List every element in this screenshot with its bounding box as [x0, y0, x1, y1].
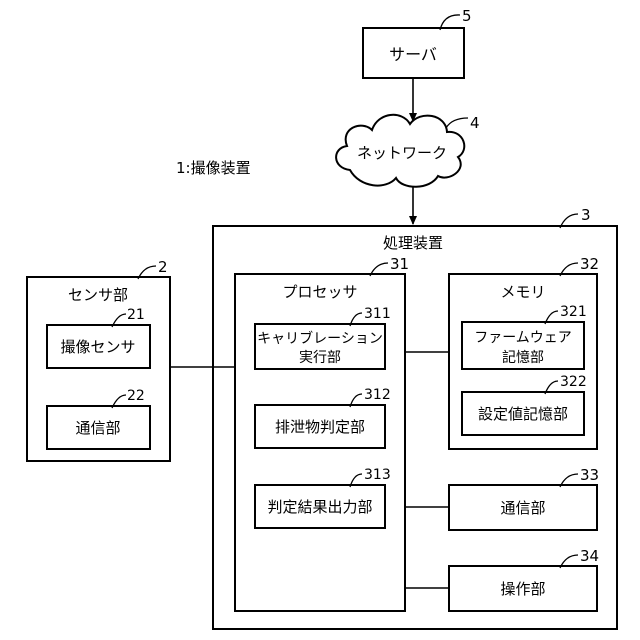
excretion-label: 排泄物判定部 — [275, 418, 365, 436]
processor-ref: 31 — [390, 255, 409, 273]
operation-unit-block: 操作部 — [449, 566, 597, 611]
network-ref-leader — [446, 118, 468, 128]
output-block: 判定結果出力部 — [255, 485, 385, 528]
excretion-block: 排泄物判定部 — [255, 405, 385, 448]
comm-unit-block: 通信部 — [449, 485, 597, 530]
image-sensor-label: 撮像センサ — [60, 338, 135, 356]
operation-unit-ref: 34 — [580, 547, 599, 565]
calibration-label-line2: 実行部 — [299, 350, 341, 366]
sensor-unit-ref: 2 — [158, 258, 168, 276]
processor-label: プロセッサ — [282, 283, 357, 301]
sensor-comm-label: 通信部 — [75, 419, 120, 437]
firmware-label-line1: ファームウェア — [474, 330, 572, 346]
server-ref: 5 — [462, 7, 472, 25]
sensor-comm-ref: 22 — [127, 388, 145, 404]
memory-ref: 32 — [580, 255, 599, 273]
settings-label: 設定値記憶部 — [478, 405, 568, 423]
calibration-ref: 311 — [364, 306, 391, 322]
operation-unit-label: 操作部 — [500, 580, 545, 598]
settings-ref: 322 — [560, 374, 587, 390]
calibration-label-line1: キャリブレーション — [257, 330, 383, 347]
comm-unit-ref: 33 — [580, 466, 599, 484]
settings-block: 設定値記憶部 — [462, 392, 584, 435]
image-sensor-ref: 21 — [127, 307, 145, 323]
network-ref: 4 — [470, 114, 480, 132]
server-block: サーバ — [363, 28, 464, 78]
server-label: サーバ — [389, 45, 437, 64]
image-sensor-block: 撮像センサ — [47, 325, 150, 368]
memory-label: メモリ — [500, 283, 545, 301]
firmware-block: ファームウェア 記憶部 — [462, 322, 584, 369]
calibration-block: キャリブレーション 実行部 — [255, 324, 385, 369]
firmware-ref: 321 — [560, 304, 587, 320]
processing-device-ref: 3 — [581, 206, 591, 224]
system-label: 1:撮像装置 — [176, 159, 251, 177]
output-ref: 313 — [364, 467, 391, 483]
output-label: 判定結果出力部 — [267, 498, 372, 516]
sensor-comm-block: 通信部 — [47, 406, 150, 449]
processing-device-label: 処理装置 — [383, 234, 443, 252]
network-cloud: ネットワーク — [336, 115, 464, 187]
comm-unit-label: 通信部 — [500, 499, 545, 517]
sensor-unit-label: センサ部 — [68, 286, 128, 304]
network-label: ネットワーク — [357, 144, 447, 162]
firmware-label-line2: 記憶部 — [502, 349, 544, 366]
excretion-ref: 312 — [364, 387, 391, 403]
